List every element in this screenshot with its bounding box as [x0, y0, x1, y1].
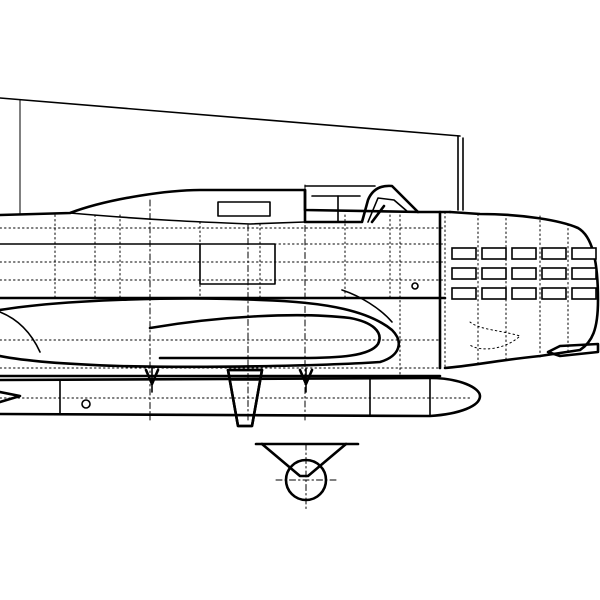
radiator-grille	[451, 247, 597, 300]
fillet-curve	[0, 311, 41, 353]
grille-slot	[481, 287, 507, 300]
wing-leading-edge	[0, 97, 461, 137]
tank-outline	[0, 376, 482, 418]
engine-cowling	[411, 210, 600, 370]
cowling-outline	[443, 210, 600, 370]
fuselage-window	[217, 201, 271, 217]
wing-outline	[0, 97, 461, 137]
canopy	[217, 184, 420, 224]
fillet-curve-front	[341, 289, 393, 323]
exhaust-stub	[546, 342, 600, 358]
grille-slot	[481, 267, 507, 280]
fuel-cap	[411, 282, 419, 290]
grille-slot	[511, 287, 537, 300]
airfoil-outer	[0, 297, 401, 369]
grille-slot	[451, 267, 477, 280]
grille-slot	[541, 247, 567, 260]
grille-slot	[511, 267, 537, 280]
tank-fin	[0, 390, 22, 404]
antenna-mast	[457, 135, 464, 211]
tank-cross-section	[254, 442, 360, 511]
drop-tank	[0, 376, 482, 418]
station-lines	[19, 99, 401, 421]
windscreen-brace	[370, 204, 386, 224]
grille-slot	[451, 247, 477, 260]
fuselage	[0, 188, 452, 370]
grille-slot	[571, 247, 597, 260]
grille-slot	[571, 267, 597, 280]
fuselage-top-line	[0, 188, 452, 217]
windscreen	[367, 197, 409, 223]
panel-frames	[54, 214, 391, 299]
wing-root	[0, 289, 442, 378]
grille-slot	[511, 247, 537, 260]
pylons	[144, 367, 314, 428]
dorsal-spine	[69, 212, 306, 225]
center-pylon-outline	[226, 368, 264, 428]
access-panel	[199, 243, 276, 285]
canopy-frame	[303, 184, 420, 224]
grille-slot	[451, 287, 477, 300]
airfoil-inner	[148, 313, 381, 360]
grille-slot	[541, 287, 567, 300]
grille-slot	[541, 267, 567, 280]
section-brace	[260, 442, 348, 478]
grille-slot	[571, 287, 597, 300]
tank-filler	[81, 399, 91, 409]
grille-slot	[481, 247, 507, 260]
